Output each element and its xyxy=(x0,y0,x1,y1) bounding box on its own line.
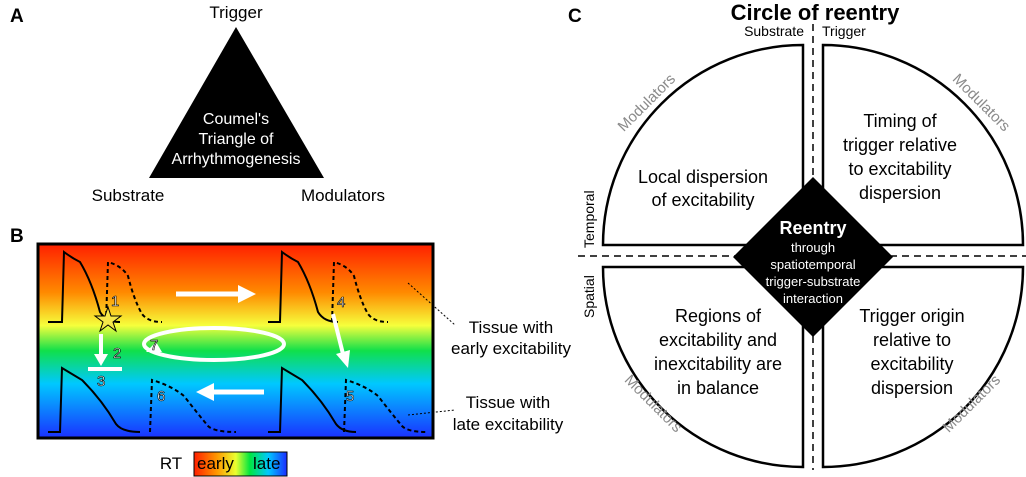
panel-a: A Trigger Substrate Modulators Coumel's … xyxy=(10,3,385,205)
top-left-text-line-2: of excitability xyxy=(651,190,754,210)
bottom-right-text-line-3: excitability xyxy=(870,354,953,374)
step-number-6: 6 xyxy=(157,388,165,405)
quadrant-top-left xyxy=(601,43,805,247)
ap-trace-top-left-dashed xyxy=(105,260,163,323)
panel-b-letter: B xyxy=(10,226,24,247)
triangle-substrate-label: Substrate xyxy=(92,186,165,205)
trigger-label: Trigger xyxy=(822,23,866,39)
step-number-7: 7 xyxy=(150,337,158,354)
spatial-label: Spatial xyxy=(581,275,597,318)
top-right-text-line-1: Timing of xyxy=(863,111,937,131)
bottom-left-text-line-2: excitability and xyxy=(659,330,777,350)
step-number-5: 5 xyxy=(346,388,354,405)
quadrant-bottom-left xyxy=(601,265,805,469)
reentry-line-2: spatiotemporal xyxy=(770,257,855,272)
reentry-title: Reentry xyxy=(779,218,846,238)
bottom-right-text-line-4: dispersion xyxy=(871,378,953,398)
early-tissue-pointer xyxy=(407,282,456,326)
late-tissue-label-line-1: Tissue with xyxy=(466,393,550,412)
panel-c-letter: C xyxy=(568,6,582,27)
step-number-1: 1 xyxy=(111,293,119,310)
circle-quadrants xyxy=(601,43,1025,469)
triangle-center-line-2: Triangle of xyxy=(199,131,275,148)
bottom-left-text-line-3: inexcitability are xyxy=(654,354,782,374)
step-number-4: 4 xyxy=(337,294,345,311)
early-tissue-label-line-1: Tissue with xyxy=(469,318,553,337)
ap-trace-bottom-left xyxy=(48,366,141,433)
temporal-label: Temporal xyxy=(581,190,597,248)
colorbar-rt-label: RT xyxy=(160,454,182,473)
coumel-triangle xyxy=(149,27,324,178)
bottom-right-text-line-2: relative to xyxy=(873,330,951,350)
panel-a-letter: A xyxy=(10,6,24,27)
early-tissue-label-line-2: early excitability xyxy=(451,339,571,358)
circle-title: Circle of reentry xyxy=(731,0,900,25)
top-right-text-line-4: dispersion xyxy=(859,183,941,203)
colorbar-early-label: early xyxy=(197,454,234,473)
arrow-down-right xyxy=(331,313,350,368)
trigger-star-icon xyxy=(93,305,123,333)
quadrant-top-right xyxy=(821,43,1025,247)
triangle-trigger-label: Trigger xyxy=(209,3,263,22)
colorbar-late-label: late xyxy=(253,454,280,473)
ap-trace-bottom-left-dashed xyxy=(149,378,237,433)
propagation-arrows xyxy=(88,285,350,401)
colorbar xyxy=(193,451,288,477)
substrate-label: Substrate xyxy=(744,23,804,39)
ap-trace-bottom-right-dashed xyxy=(343,378,427,433)
step-number-3: 3 xyxy=(97,373,105,390)
ap-trace-top-right-dashed xyxy=(331,260,389,323)
top-right-text-line-2: trigger relative xyxy=(843,135,957,155)
top-right-text-line-3: to excitability xyxy=(848,159,951,179)
late-tissue-label-line-2: late excitability xyxy=(453,415,564,434)
bottom-right-text-line-1: Trigger origin xyxy=(859,306,964,326)
tissue-gradient-box xyxy=(36,242,435,440)
reentry-loop-arrow xyxy=(142,326,286,362)
triangle-center-line-1: Coumel's xyxy=(203,111,269,128)
reentry-diamond xyxy=(733,177,893,337)
bottom-left-text-line-1: Regions of xyxy=(675,306,762,326)
ap-trace-top-right xyxy=(268,250,339,323)
reentry-line-3: trigger-substrate xyxy=(766,274,861,289)
quadrant-bottom-right xyxy=(821,265,1025,469)
panel-b: B xyxy=(10,226,571,477)
bottom-left-text-line-4: in balance xyxy=(677,378,759,398)
triangle-center-line-3: Arrhythmogenesis xyxy=(172,151,301,168)
step-number-2: 2 xyxy=(113,345,121,362)
reentry-line-1: through xyxy=(791,240,835,255)
arrow-left xyxy=(196,383,264,401)
reentry-line-4: interaction xyxy=(783,291,843,306)
triangle-modulators-label: Modulators xyxy=(301,186,385,205)
panel-c: C Circle of reentry Substrate Trigger Te… xyxy=(568,0,1026,470)
action-potential-traces xyxy=(48,250,427,433)
arrow-down-left xyxy=(88,334,122,371)
arrow-right xyxy=(176,285,256,303)
top-left-text-line-1: Local dispersion xyxy=(638,167,768,187)
